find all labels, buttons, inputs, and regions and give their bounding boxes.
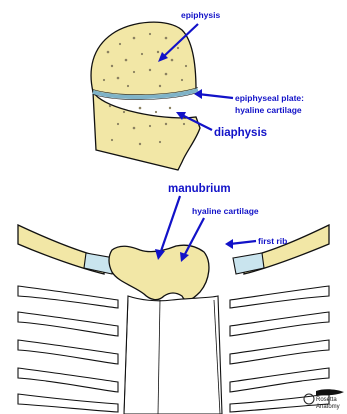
label-diaphysis: diaphysis — [214, 127, 267, 139]
svg-text:Anatomy: Anatomy — [316, 404, 340, 410]
label-hyaline-cartilage: hyaline cartilage — [192, 206, 259, 216]
label-first-rib: first rib — [258, 236, 287, 246]
sternum-ribs-figure: manubrium hyaline cartilage first rib — [18, 183, 329, 414]
arrow-epiphyseal-plate — [198, 94, 233, 98]
diaphysis-shape — [93, 92, 200, 170]
label-epiphyseal-plate-line1: epiphyseal plate: — [235, 93, 304, 103]
long-bone-figure: epiphysis epiphyseal plate: hyaline cart… — [91, 10, 304, 170]
arrow-first-rib — [230, 241, 256, 244]
sternum-body — [124, 296, 222, 414]
label-epiphyseal-plate-line2: hyaline cartilage — [235, 105, 302, 115]
label-epiphysis: epiphysis — [181, 10, 220, 20]
costal-cartilage-right — [233, 253, 264, 274]
epiphysis-shape — [91, 22, 196, 96]
label-manubrium: manubrium — [168, 183, 231, 195]
svg-text:Rosetta: Rosetta — [316, 397, 337, 403]
